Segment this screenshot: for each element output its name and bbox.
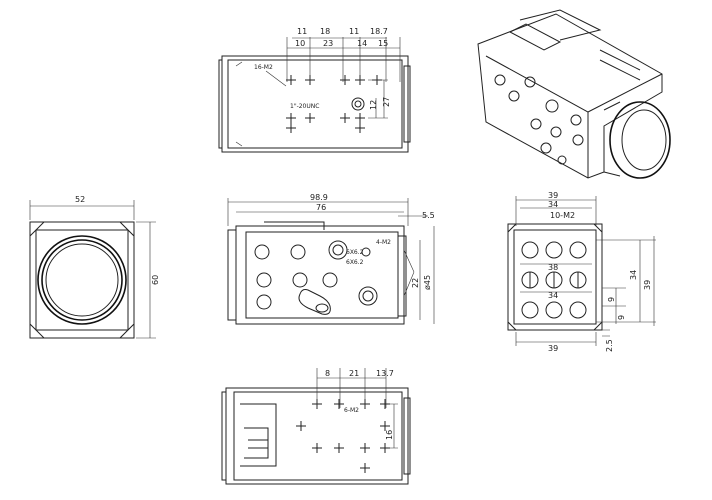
top-dim-27: 27	[382, 97, 391, 107]
top-dim-12: 12	[369, 100, 378, 110]
back-dim-9b: 9	[617, 315, 626, 320]
side-dim-22: 22	[411, 278, 420, 288]
top-dim-10: 10	[295, 39, 305, 48]
side-dim-dia45: ø45	[423, 275, 432, 290]
side-sub-label: 6X6.2	[346, 259, 364, 266]
bottom-dim-13-7: 13.7	[376, 369, 394, 378]
side-sub-label-a: 6X6.2	[346, 249, 364, 256]
bottom-dim-21: 21	[349, 369, 359, 378]
back-dim-39-top: 39	[548, 191, 558, 200]
side-dim-offset: 5.5	[422, 211, 435, 220]
bottom-view: 6-M2 8 21 13.7 16	[221, 368, 411, 485]
back-dim-34-mid: 34	[548, 291, 558, 300]
top-note-label: 1"-20UNC	[290, 103, 319, 110]
back-dim-9a: 9	[607, 297, 616, 302]
back-view: 39 34 10-M2 38 34 34 39 9 9 39 2.5	[507, 191, 656, 353]
back-dim-39-bottom: 39	[548, 344, 558, 353]
side-lens-ports	[328, 240, 378, 306]
top-dim-11a: 11	[297, 27, 307, 36]
isometric-view	[477, 9, 671, 179]
top-dim-23: 23	[323, 39, 333, 48]
bottom-dim-16: 16	[385, 430, 394, 440]
side-thread-label: 4-M2	[376, 239, 391, 246]
front-dim-width: 52	[75, 195, 85, 204]
back-thread-label: 10-M2	[550, 211, 575, 220]
back-dim-34-right: 34	[629, 270, 638, 280]
side-dim-overall: 98.9	[310, 193, 328, 202]
top-dim-18-7: 18.7	[370, 27, 388, 36]
side-view: 6X6.2 6X6.2 4-M2 98.9 76 5.5 22 ø45	[227, 193, 435, 325]
back-dim-38: 38	[548, 263, 558, 272]
side-dim-body: 76	[316, 203, 326, 212]
back-dim-34-top: 34	[548, 200, 558, 209]
top-view: 16-M2 1"-20UNC 11 18 11 18.7 10 23 14 15…	[218, 27, 411, 153]
bottom-dim-8: 8	[325, 369, 330, 378]
front-dim-height: 60	[151, 275, 160, 285]
top-dim-14: 14	[357, 39, 367, 48]
back-dim-39-right: 39	[643, 280, 652, 290]
bottom-thread-label: 6-M2	[344, 407, 359, 414]
front-view: 52 60	[29, 195, 160, 339]
back-dim-2-5: 2.5	[605, 339, 614, 352]
bottom-hole-pattern	[296, 399, 390, 473]
top-dim-15: 15	[378, 39, 388, 48]
back-hole-grid	[521, 241, 587, 319]
top-dim-11b: 11	[349, 27, 359, 36]
top-thread-label: 16-M2	[254, 64, 273, 71]
top-dim-18a: 18	[320, 27, 330, 36]
